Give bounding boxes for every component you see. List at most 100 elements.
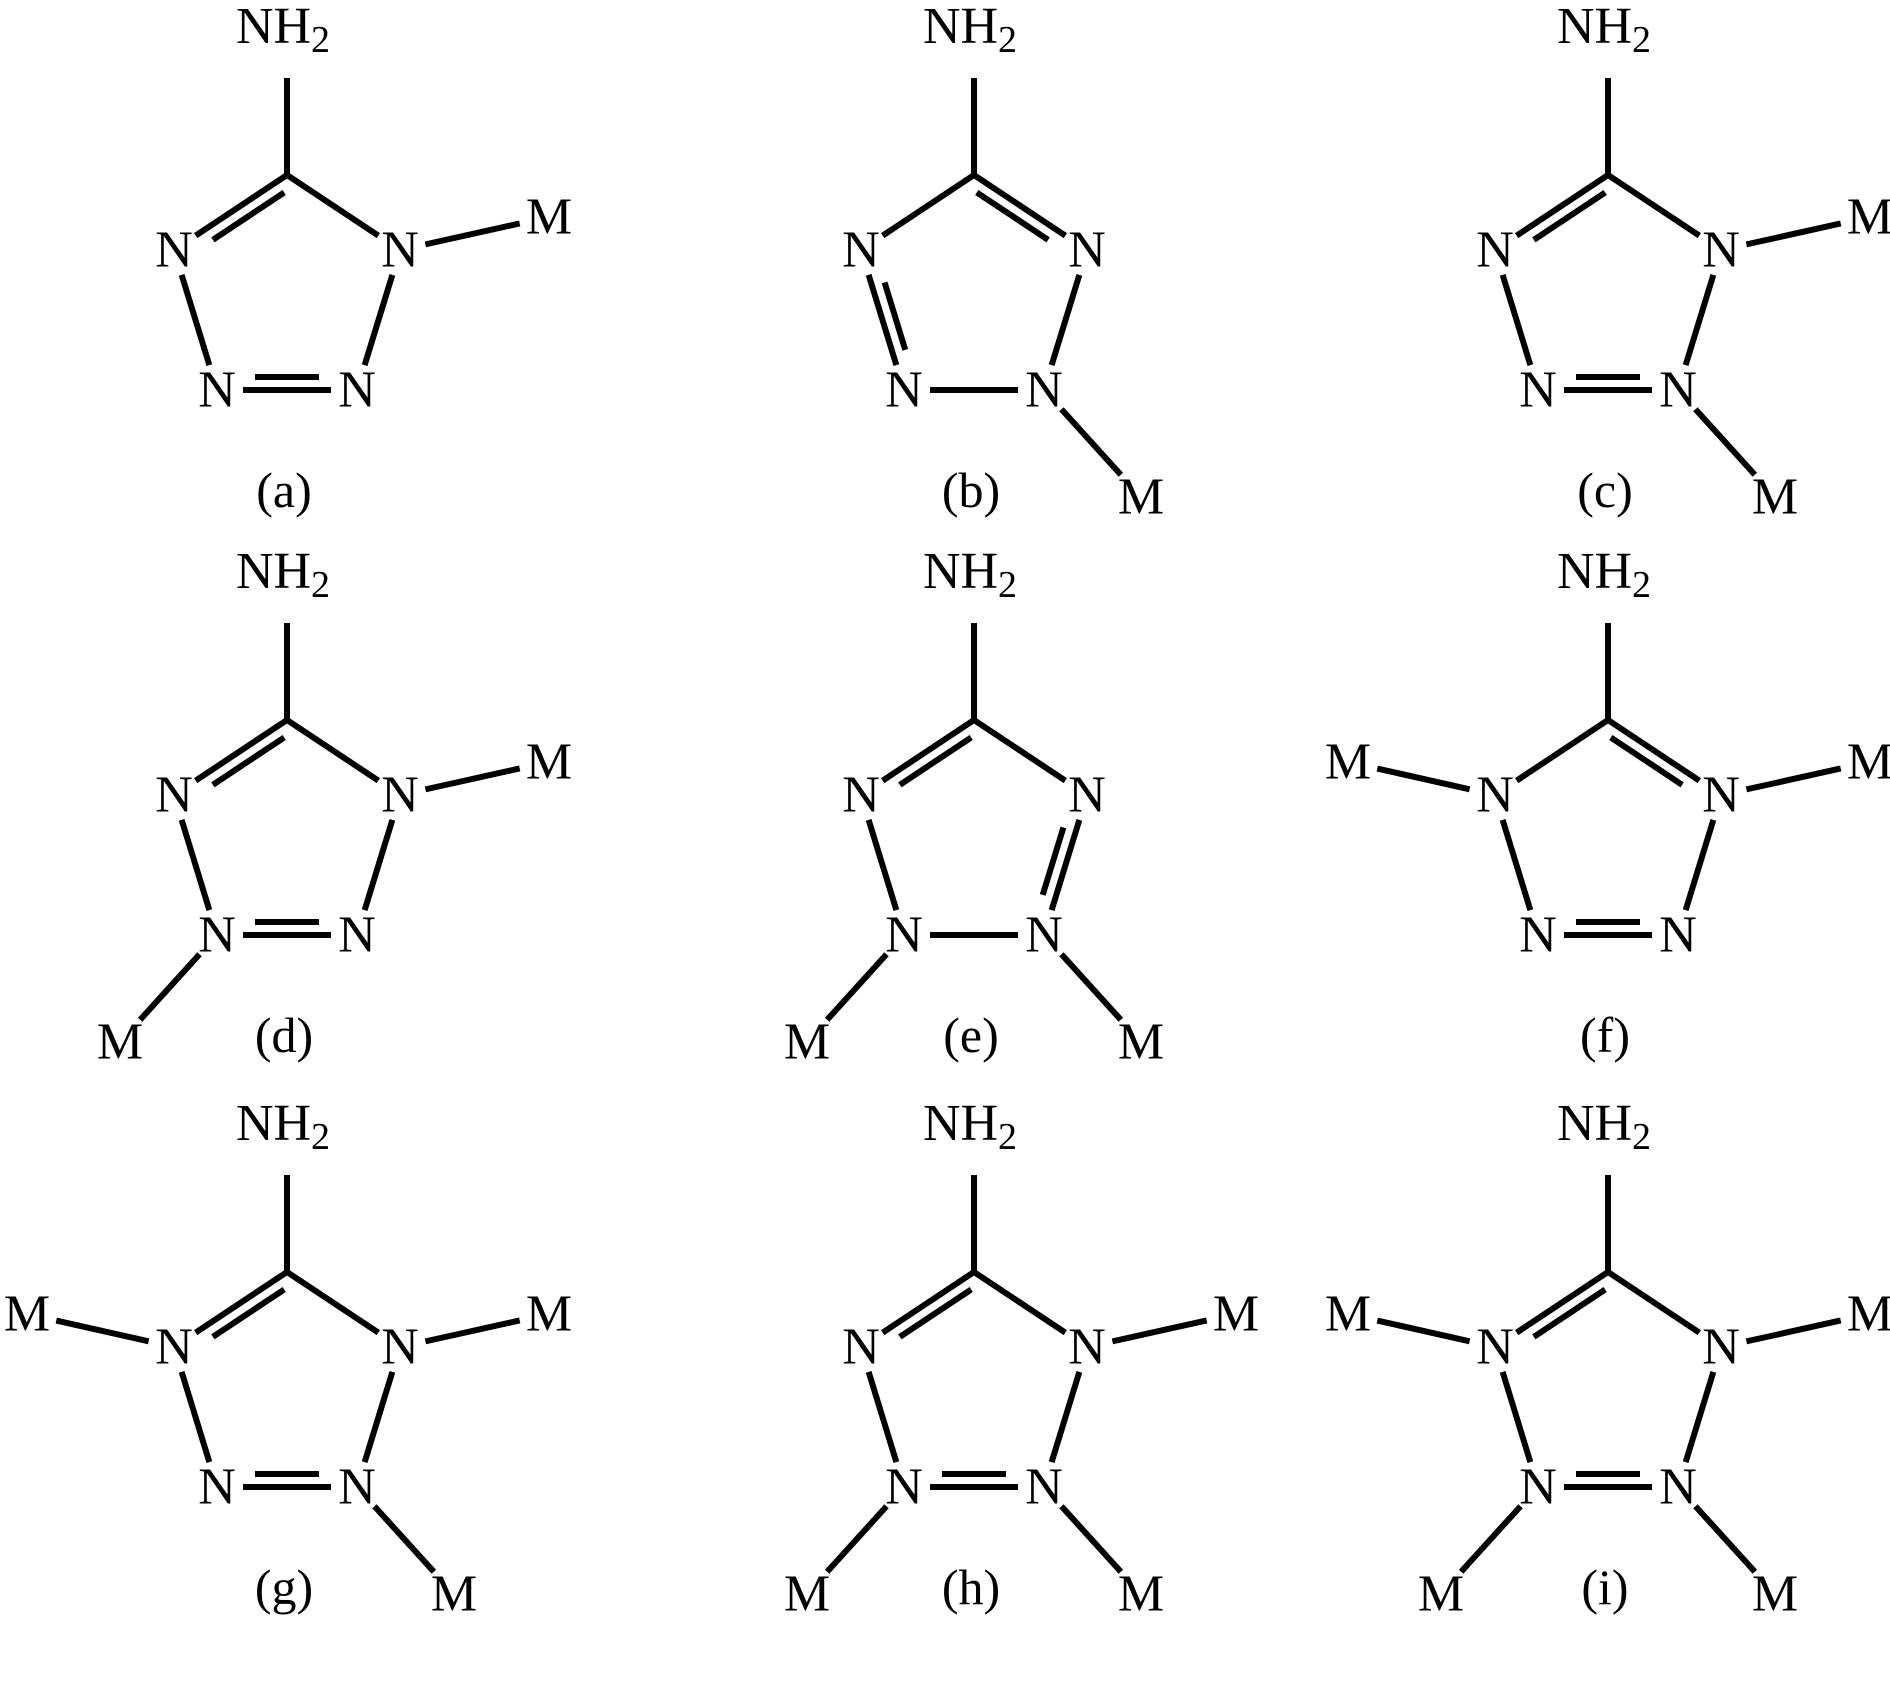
metal-atom-N4: M [4,1286,50,1343]
bond-N4-C5-second-line [211,189,286,243]
nitrogen-atom-N1: N [1068,222,1106,279]
nitrogen-atom-N3: N [198,362,236,419]
nitrogen-atom-N4: N [842,767,880,824]
amine-label: NH2 [923,0,1017,61]
bond-N3-N4 [1499,1370,1534,1464]
metal-atom-N3: M [784,1566,830,1623]
bond-N4-C5-second-line [898,734,973,788]
nitrogen-atom-N2: N [338,362,376,419]
nitrogen-atom-N4: N [842,222,880,279]
bond-C5-N1 [972,717,1067,784]
metal-bond-N3 [137,952,202,1022]
bond-N4-C5 [194,717,289,784]
metal-atom-N1: M [1213,1286,1259,1343]
metal-atom-N3: M [1418,1566,1464,1623]
nitrogen-atom-N1: N [381,767,419,824]
bond-N4-C5-second-line [211,734,286,788]
nitrogen-atom-N2: N [1025,907,1063,964]
bond-N1-N2 [361,1370,396,1464]
metal-bond-N1 [424,220,521,248]
metal-bond-N2 [1059,1504,1124,1574]
metal-atom-N2: M [431,1566,477,1623]
metal-atom-N1: M [1847,734,1890,791]
bond-C5-N1 [285,717,380,784]
metal-bond-N2 [1059,407,1124,477]
metal-bond-N3 [824,1504,889,1574]
nitrogen-atom-N3: N [1519,907,1557,964]
nitrogen-atom-N2: N [1659,1459,1697,1516]
nitrogen-atom-N3: N [885,1459,923,1516]
metal-atom-N2: M [1118,469,1164,526]
bond-N1-N2 [1682,818,1717,912]
nitrogen-atom-N4: N [1476,767,1514,824]
amine-label: NH2 [236,0,330,61]
metal-bond-N1 [1745,765,1842,793]
nitrogen-atom-N4: N [155,1319,193,1376]
nitrogen-atom-N4: N [1476,222,1514,279]
bond-N4-C5-second-line [1532,189,1607,243]
metal-atom-N1: M [1847,1286,1890,1343]
bond-N4-C5 [194,172,289,239]
metal-bond-N4 [1376,765,1471,793]
bond-N1-N2 [361,273,396,367]
bond-N4-C5 [1515,717,1610,784]
bond-N3-N4 [178,1370,213,1464]
bond-N1-N2 [1048,818,1083,912]
metal-bond-N1 [1111,1317,1208,1345]
metal-bond-N2 [1693,407,1758,477]
amine-label: NH2 [236,1095,330,1159]
metal-bond-N1 [424,765,521,793]
nitrogen-atom-N1: N [381,222,419,279]
amine-label: NH2 [923,1095,1017,1159]
nitrogen-atom-N3: N [1519,362,1557,419]
bond-N3-N4 [178,818,213,912]
nitrogen-atom-N3: N [198,1459,236,1516]
bond-C5-N1 [1606,172,1701,239]
bond-C5-N1 [1606,717,1701,784]
bond-N4-C5-second-line [1532,1286,1607,1340]
caption-b: (b) [942,462,1000,518]
metal-atom-N1: M [1847,189,1890,246]
bond-N4-C5 [1515,1269,1610,1336]
nitrogen-atom-N4: N [155,222,193,279]
caption-g: (g) [255,1559,313,1615]
nitrogen-atom-N3: N [198,907,236,964]
bond-C5-N1 [1606,1269,1701,1336]
nitrogen-atom-N2: N [338,907,376,964]
metal-bond-N2 [1059,952,1124,1022]
caption-d: (d) [255,1007,313,1063]
metal-atom-N2: M [1118,1566,1164,1623]
bond-N4-C5 [881,172,976,239]
nitrogen-atom-N2: N [1025,1459,1063,1516]
metal-bond-N1 [1745,220,1842,248]
metal-atom-N2: M [1752,469,1798,526]
bond-N1-N2 [1048,273,1083,367]
nitrogen-atom-N2: N [1025,362,1063,419]
bond-N4-C5-second-line [898,1286,973,1340]
bond-N1-N2 [361,818,396,912]
bond-C5-N1-second-line [1609,734,1684,788]
metal-atom-N1: M [526,734,572,791]
caption-i: (i) [1581,1559,1628,1615]
bond-C5-N1 [972,1269,1067,1336]
bond-N4-C5 [881,1269,976,1336]
bond-N3-N4 [865,273,900,367]
nitrogen-atom-N3: N [885,362,923,419]
nitrogen-atom-N1: N [1702,1319,1740,1376]
metal-bond-N2 [372,1504,437,1574]
metal-bond-N2 [1693,1504,1758,1574]
bond-N3-N4 [1499,273,1534,367]
nitrogen-atom-N3: N [1519,1459,1557,1516]
caption-c: (c) [1577,462,1633,518]
nitrogen-atom-N4: N [1476,1319,1514,1376]
metal-bond-N3 [1458,1504,1523,1574]
metal-atom-N3: M [784,1014,830,1071]
bond-N3-N4 [865,1370,900,1464]
